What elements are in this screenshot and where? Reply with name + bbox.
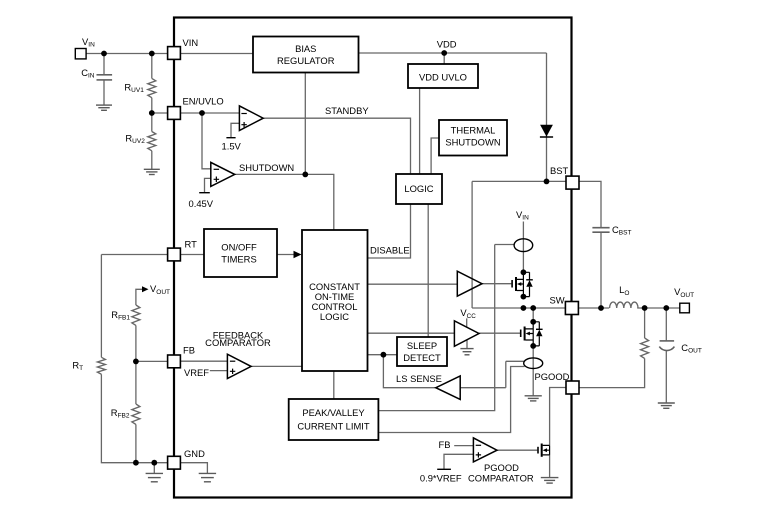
svg-text:EN/UVLO: EN/UVLO	[183, 95, 224, 106]
svg-text:SLEEP: SLEEP	[407, 340, 437, 351]
svg-text:LO: LO	[619, 284, 629, 297]
svg-text:0.45V: 0.45V	[189, 198, 214, 209]
svg-text:PEAK/VALLEY: PEAK/VALLEY	[302, 407, 365, 418]
svg-text:FB: FB	[183, 344, 195, 355]
svg-text:PGOOD: PGOOD	[484, 462, 519, 473]
svg-text:FEEDBACK: FEEDBACK	[213, 329, 264, 340]
svg-text:ON/OFF: ON/OFF	[221, 241, 257, 252]
svg-text:1.5V: 1.5V	[222, 140, 242, 151]
svg-text:LOGIC: LOGIC	[404, 183, 433, 194]
svg-text:TIMERS: TIMERS	[221, 253, 256, 264]
svg-text:STANDBY: STANDBY	[325, 105, 369, 116]
svg-text:COMPARATOR: COMPARATOR	[205, 337, 271, 348]
svg-text:VREF: VREF	[184, 367, 209, 378]
svg-text:DETECT: DETECT	[403, 352, 441, 363]
svg-text:ON-TIME: ON-TIME	[315, 291, 355, 302]
svg-text:LOGIC: LOGIC	[320, 311, 349, 322]
svg-text:REGULATOR: REGULATOR	[277, 55, 335, 66]
svg-text:CURRENT LIMIT: CURRENT LIMIT	[297, 421, 369, 432]
svg-text:DISABLE: DISABLE	[370, 245, 410, 256]
svg-text:SHUTDOWN: SHUTDOWN	[445, 137, 500, 148]
svg-text:BIAS: BIAS	[295, 43, 316, 54]
svg-text:BST: BST	[550, 165, 569, 176]
svg-text:RT: RT	[185, 239, 198, 250]
svg-text:RT: RT	[72, 359, 83, 372]
svg-text:CONSTANT: CONSTANT	[309, 281, 360, 292]
svg-text:VIN: VIN	[183, 37, 199, 48]
svg-text:SW: SW	[550, 295, 565, 306]
svg-text:PGOOD: PGOOD	[535, 371, 570, 382]
svg-text:COMPARATOR: COMPARATOR	[468, 472, 534, 483]
svg-text:VDD: VDD	[437, 39, 457, 50]
svg-text:THERMAL: THERMAL	[451, 124, 496, 135]
svg-text:VDD UVLO: VDD UVLO	[419, 71, 467, 82]
svg-text:SHUTDOWN: SHUTDOWN	[239, 162, 294, 173]
svg-text:CONTROL: CONTROL	[312, 301, 358, 312]
svg-text:0.9*VREF: 0.9*VREF	[420, 472, 462, 483]
svg-text:GND: GND	[184, 448, 205, 459]
svg-text:FB: FB	[439, 439, 451, 450]
svg-text:LS SENSE: LS SENSE	[396, 373, 442, 384]
